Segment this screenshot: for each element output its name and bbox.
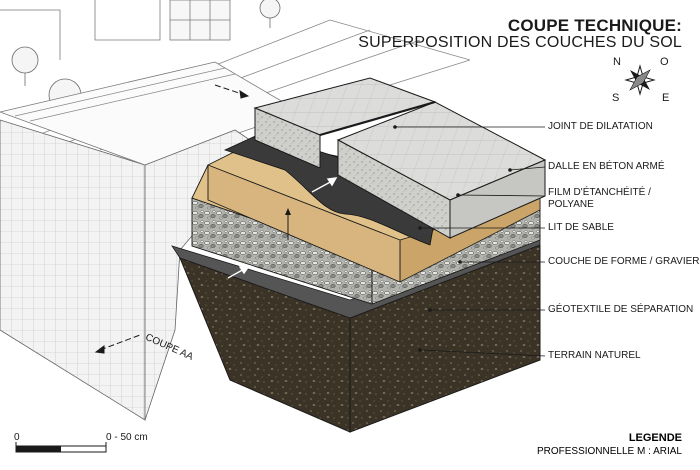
legend-subtitle: PROFESSIONNELLE M : ARIAL: [536, 446, 682, 457]
compass-icon: [624, 64, 656, 96]
concrete-slab-left-front: [254, 107, 321, 169]
label-film: FILM D'ÉTANCHÉITÉ / POLYANE: [548, 187, 651, 211]
label-geotextile: GÉOTEXTILE DE SÉPARATION: [548, 304, 694, 315]
section-line: [94, 84, 250, 354]
compass-west: O: [660, 56, 669, 68]
leader-lines: [395, 126, 546, 357]
label-sable: LIT DE SABLE: [548, 222, 614, 233]
compass-north: N: [613, 56, 621, 68]
page-subtitle: SUPERPOSITION DES COUCHES DU SOL: [358, 34, 682, 51]
flow-arrows: [227, 177, 338, 279]
label-forme: COUCHE DE FORME / GRAVIER: [548, 256, 700, 267]
label-film-line2: POLYANE: [548, 199, 594, 210]
label-joint: JOINT DE DILATATION: [548, 121, 653, 132]
legend-title: LEGENDE: [628, 432, 682, 444]
retaining-wall: [0, 119, 146, 421]
scale-end: 0 - 50 cm: [106, 432, 148, 443]
label-terrain: TERRAIN NATUREL: [548, 350, 641, 361]
page-title: COUPE TECHNIQUE:: [507, 16, 682, 35]
scale-start: 0: [14, 432, 20, 443]
compass-south: S: [612, 92, 620, 104]
expansion-joint: [319, 100, 436, 137]
compass-east: E: [662, 92, 670, 104]
scale-bar: [15, 442, 107, 453]
background-buildings: [0, 0, 231, 60]
label-dalle: DALLE EN BÉTON ARMÉ: [548, 161, 665, 172]
label-film-line1: FILM D'ÉTANCHÉITÉ /: [548, 187, 651, 198]
geotextile-layer: [171, 234, 541, 319]
sand-layer-front: [207, 164, 401, 283]
waterproof-film: [223, 132, 441, 246]
